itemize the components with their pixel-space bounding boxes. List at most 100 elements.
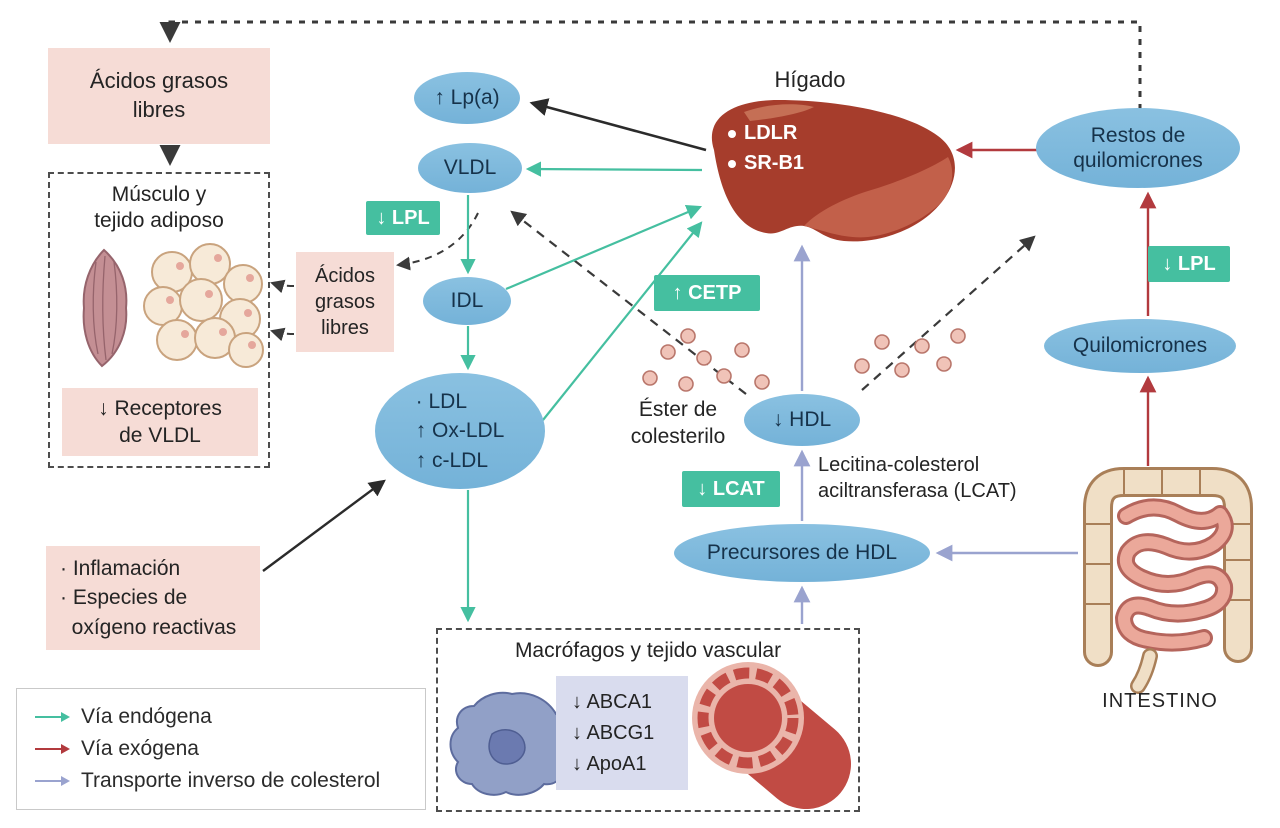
exogenous-arrows (955, 141, 1157, 466)
cholesteryl-ester-dots-right (854, 328, 966, 378)
ester-dot (642, 370, 658, 386)
cholesteryl-ester-label: Éster de colesterilo (630, 398, 726, 449)
rectum (1132, 650, 1156, 692)
ester-dot (894, 362, 910, 378)
ester-dot (754, 374, 770, 390)
hdl-precursors-node: Precursores de HDL (674, 524, 930, 582)
arrow-idl-to-liver (505, 205, 703, 291)
legend-item-exogenous: Vía exógena (33, 737, 409, 761)
adipose-nuclei (166, 254, 256, 349)
bullet-icon (728, 129, 736, 138)
muscle-adipose-title: Músculo y tejido adiposo (94, 183, 224, 233)
large-intestine (1086, 470, 1250, 664)
ldl-node: · LDL ↑ Ox-LDL ↑ c-LDL (375, 373, 545, 489)
lcat-label: Lecitina-colesterol aciltransferasa (LCA… (818, 454, 1017, 502)
macrophage-illustration (449, 691, 572, 796)
cholesteryl-ester-dots-left (642, 328, 770, 392)
macrophages-vascular-title: Macrófagos y tejido vascular (514, 639, 782, 662)
liver-lower-lobe (804, 157, 953, 238)
idl-node: IDL (423, 277, 511, 325)
vessel-wall-cells (697, 667, 799, 769)
legend-exogenous-label: Vía exógena (81, 737, 199, 760)
vldl-node: VLDL (418, 143, 522, 193)
legend-endogenous-label: Vía endógena (81, 705, 212, 728)
ldl-line: · LDL (415, 389, 468, 413)
liver-receptor-list: LDLR SR-B1 (728, 122, 804, 175)
free-fatty-acids-mid-box: Ácidos grasos libres (296, 252, 394, 352)
legend-item-reverse-transport: Transporte inverso de colesterol (33, 769, 409, 793)
arrow-liver-to-vldl (525, 161, 703, 177)
srb1-row: SR-B1 (728, 152, 804, 175)
arrow-remnants-to-ffa (159, 20, 1142, 110)
muscle-striation (102, 255, 107, 361)
arrow-liver-to-lpa (529, 98, 707, 152)
reverse-transport-arrows (793, 244, 1078, 624)
ester-dot (696, 350, 712, 366)
bullet-icon (728, 159, 736, 168)
chylomicrons-node: Quilomicrones (1044, 319, 1236, 373)
reverse-transport-arrow-icon (35, 776, 70, 786)
endogenous-arrow-icon (35, 712, 70, 722)
adipose-cell (179, 278, 223, 322)
ldlr-row: LDLR (728, 122, 804, 145)
srb1-label: SR-B1 (744, 152, 805, 174)
ester-dot (854, 358, 870, 374)
ester-dot (950, 328, 966, 344)
legend-item-endogenous: Vía endógena (33, 705, 409, 729)
black-arrows (262, 98, 707, 572)
legend-reverse-transport-label: Transporte inverso de colesterol (81, 769, 381, 792)
ester-dot (914, 338, 930, 354)
inflammation-box: · Inflamación · Especies de oxígeno reac… (46, 546, 260, 650)
adipose-cell (228, 332, 264, 368)
abca1-line: ↓ ABCA1 (572, 690, 653, 713)
adipose-illustration (143, 243, 264, 368)
endogenous-arrows (460, 161, 703, 623)
ester-dot (874, 334, 890, 350)
arrow-cetp-hdl-to-remnants (861, 235, 1036, 391)
arrow-ffa-to-muscle-upper (270, 279, 295, 294)
ester-dot (936, 356, 952, 372)
arrow-ldl-to-liver (542, 221, 703, 421)
liver-label: Hígado (774, 67, 846, 92)
ldl-node-lines: · LDL ↑ Ox-LDL ↑ c-LDL (416, 387, 505, 475)
intestine-label: INTESTINO (1102, 690, 1218, 712)
liver-illustration (711, 100, 955, 242)
c-ldl-line: ↑ c-LDL (415, 448, 489, 472)
free-fatty-acids-top-box: Ácidos grasos libres (48, 48, 270, 144)
intestine-illustration (1083, 467, 1253, 694)
muscle-adipose-box (48, 172, 270, 468)
ester-dot (660, 344, 676, 360)
macrophages-vascular-box (436, 628, 860, 812)
muscle-striation (92, 261, 99, 355)
ester-dot (716, 368, 732, 384)
abcg1-line: ↓ ABCG1 (572, 721, 655, 744)
lpl-left-tag: ↓ LPL (366, 201, 440, 235)
vessel-lumen (714, 684, 782, 752)
ester-dot (734, 342, 750, 358)
muscle-striation (111, 261, 118, 355)
ldlr-label: LDLR (744, 122, 798, 144)
ester-dot (678, 376, 694, 392)
ox-ldl-line: ↑ Ox-LDL (415, 419, 505, 443)
vldl-receptors-box: ↓ Receptores de VLDL (62, 388, 258, 456)
vessel-illustration (692, 662, 851, 809)
small-intestine (1118, 501, 1231, 649)
arrow-ffa-to-muscle-lower (270, 327, 295, 342)
exogenous-arrow-icon (35, 744, 70, 754)
hdl-node: ↓ HDL (744, 394, 860, 446)
ester-dot (680, 328, 696, 344)
muscle-illustration (82, 248, 128, 368)
lpa-node: ↑ Lp(a) (414, 72, 520, 124)
haustra-marks (1086, 470, 1250, 605)
lcat-tag: ↓ LCAT (682, 471, 780, 507)
lpl-right-tag: ↓ LPL (1148, 246, 1230, 282)
transporters-box: ↓ ABCA1 ↓ ABCG1 ↓ ApoA1 (556, 676, 688, 790)
legend-box: Vía endógena Vía exógena Transporte inve… (16, 688, 426, 810)
macrophage-nucleus (488, 729, 526, 765)
liver-highlight (744, 104, 814, 121)
apoa1-line: ↓ ApoA1 (572, 752, 647, 775)
cetp-tag: ↑ CETP (654, 275, 760, 311)
chylomicron-remnants-node: Restos de quilomicrones (1036, 108, 1240, 188)
